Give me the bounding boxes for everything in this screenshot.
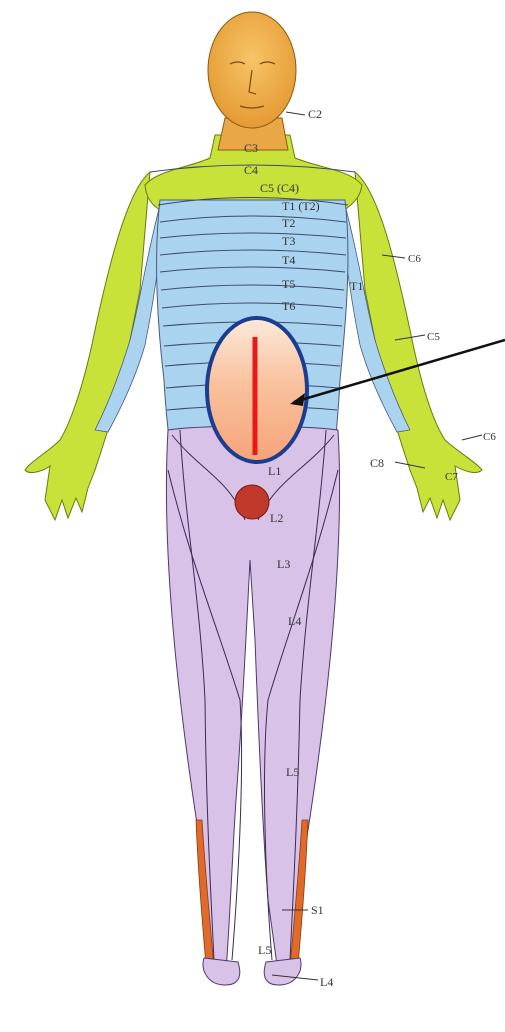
label-l2: L2 [270, 511, 283, 525]
label-t2: T2 [282, 216, 295, 230]
label-t3: T3 [282, 234, 295, 248]
label-l4-foot: L4 [320, 975, 333, 989]
label-c6-hand: C6 [483, 431, 496, 443]
label-c8: C8 [370, 456, 384, 470]
label-t4: T4 [282, 253, 295, 267]
label-c5-arm: C5 [427, 331, 440, 343]
label-s1: S1 [311, 903, 324, 917]
label-t1t2: T1 (T2) [282, 199, 320, 213]
label-c7: C7 [445, 471, 458, 483]
label-t1-arm: T1 [350, 279, 363, 293]
label-c6-upper: C6 [408, 253, 421, 265]
label-l3: L3 [277, 557, 290, 571]
label-l5-foot: L5 [258, 943, 271, 957]
label-c3: C3 [244, 141, 258, 155]
label-t6: T6 [282, 299, 295, 313]
label-l1: L1 [268, 464, 281, 478]
label-c5: C5 (C4) [260, 181, 299, 195]
right-foot [264, 958, 301, 985]
label-l5: L5 [286, 765, 299, 779]
label-l4: L4 [288, 614, 301, 628]
left-foot [203, 958, 240, 985]
label-c4: C4 [244, 163, 258, 177]
label-t5: T5 [282, 277, 295, 291]
label-c2: C2 [308, 107, 322, 121]
genital-region [235, 485, 269, 519]
